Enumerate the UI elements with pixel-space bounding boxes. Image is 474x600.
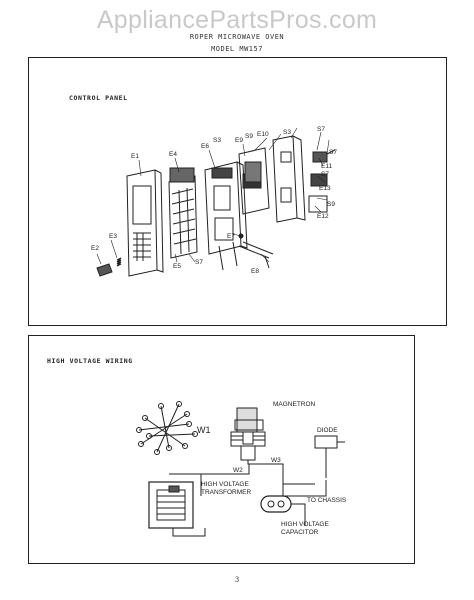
- control-panel-title: CONTROL PANEL: [69, 94, 128, 102]
- label-e12: E12: [317, 213, 329, 220]
- label-s7-a: S7: [317, 126, 325, 133]
- label-s9-a: S9: [245, 133, 253, 140]
- label-e4: E4: [169, 151, 177, 158]
- control-panel-diagram: E1 E4 E6 E9 S3 S9 E10 S3 S7 S7 E11 S7 E1…: [91, 126, 337, 277]
- door-switch-bottom: [308, 195, 328, 213]
- label-e1: E1: [131, 153, 139, 160]
- label-diode: DIODE: [317, 427, 338, 434]
- control-panel-section: CONTROL PANEL: [28, 57, 447, 326]
- label-to-chassis: TO CHASSIS: [307, 497, 347, 504]
- page-number: 3: [234, 576, 240, 584]
- label-s7-c: S7: [321, 171, 329, 178]
- relay-board: [238, 147, 270, 215]
- label-e11: E11: [321, 163, 332, 170]
- label-e5: E5: [173, 263, 181, 270]
- label-e3: E3: [109, 233, 117, 240]
- touch-keypad: [168, 167, 198, 259]
- site-watermark: AppliancePartsPros.com: [96, 6, 378, 34]
- high-voltage-capacitor: [260, 495, 292, 513]
- wire-harness: [136, 401, 198, 455]
- diode: [314, 435, 345, 478]
- label-s3-b: S3: [283, 129, 291, 136]
- label-e9: E9: [235, 137, 243, 144]
- label-s3-a: S3: [213, 137, 221, 144]
- high-voltage-section: HIGH VOLTAGE WIRING: [28, 335, 415, 564]
- latch-lever: [238, 233, 274, 269]
- label-s7-b: S7: [329, 149, 337, 156]
- high-voltage-title: HIGH VOLTAGE WIRING: [47, 357, 133, 365]
- manual-title: ROPER MICROWAVE OVEN: [189, 33, 285, 41]
- high-voltage-diagram: W1 MAGNETRON DIODE W3 W2 HIGH VOLTAGE TR…: [136, 401, 347, 537]
- label-e10: E10: [257, 131, 269, 138]
- label-e2: E2: [91, 245, 99, 252]
- label-e13: E13: [319, 185, 331, 192]
- label-capacitor-line1: HIGH VOLTAGE: [281, 521, 329, 528]
- switch-bracket: [272, 135, 306, 223]
- door-switch-upper: [312, 149, 336, 163]
- control-panel-bezel: [126, 169, 164, 277]
- door-button: [96, 263, 113, 277]
- label-capacitor-line2: CAPACITOR: [281, 529, 319, 536]
- label-s7-d: S7: [195, 259, 203, 266]
- door-switch-lower: [310, 173, 328, 187]
- button-spring: [116, 257, 122, 267]
- chassis-ground: [172, 528, 206, 537]
- label-w3: W3: [271, 457, 281, 464]
- label-e6: E6: [201, 143, 209, 150]
- label-e8: E8: [251, 268, 259, 275]
- high-voltage-transformer: [148, 481, 194, 529]
- model-number: MODEL MW157: [211, 45, 263, 53]
- label-w2: W2: [233, 467, 243, 474]
- label-w1: W1: [197, 425, 211, 435]
- label-e7: E7: [227, 233, 235, 240]
- label-transformer-line2: TRANSFORMER: [201, 489, 252, 496]
- label-magnetron: MAGNETRON: [273, 401, 316, 408]
- label-transformer-line1: HIGH VOLTAGE: [201, 481, 249, 488]
- label-s9-b: S9: [327, 201, 335, 208]
- magnetron: [230, 407, 266, 461]
